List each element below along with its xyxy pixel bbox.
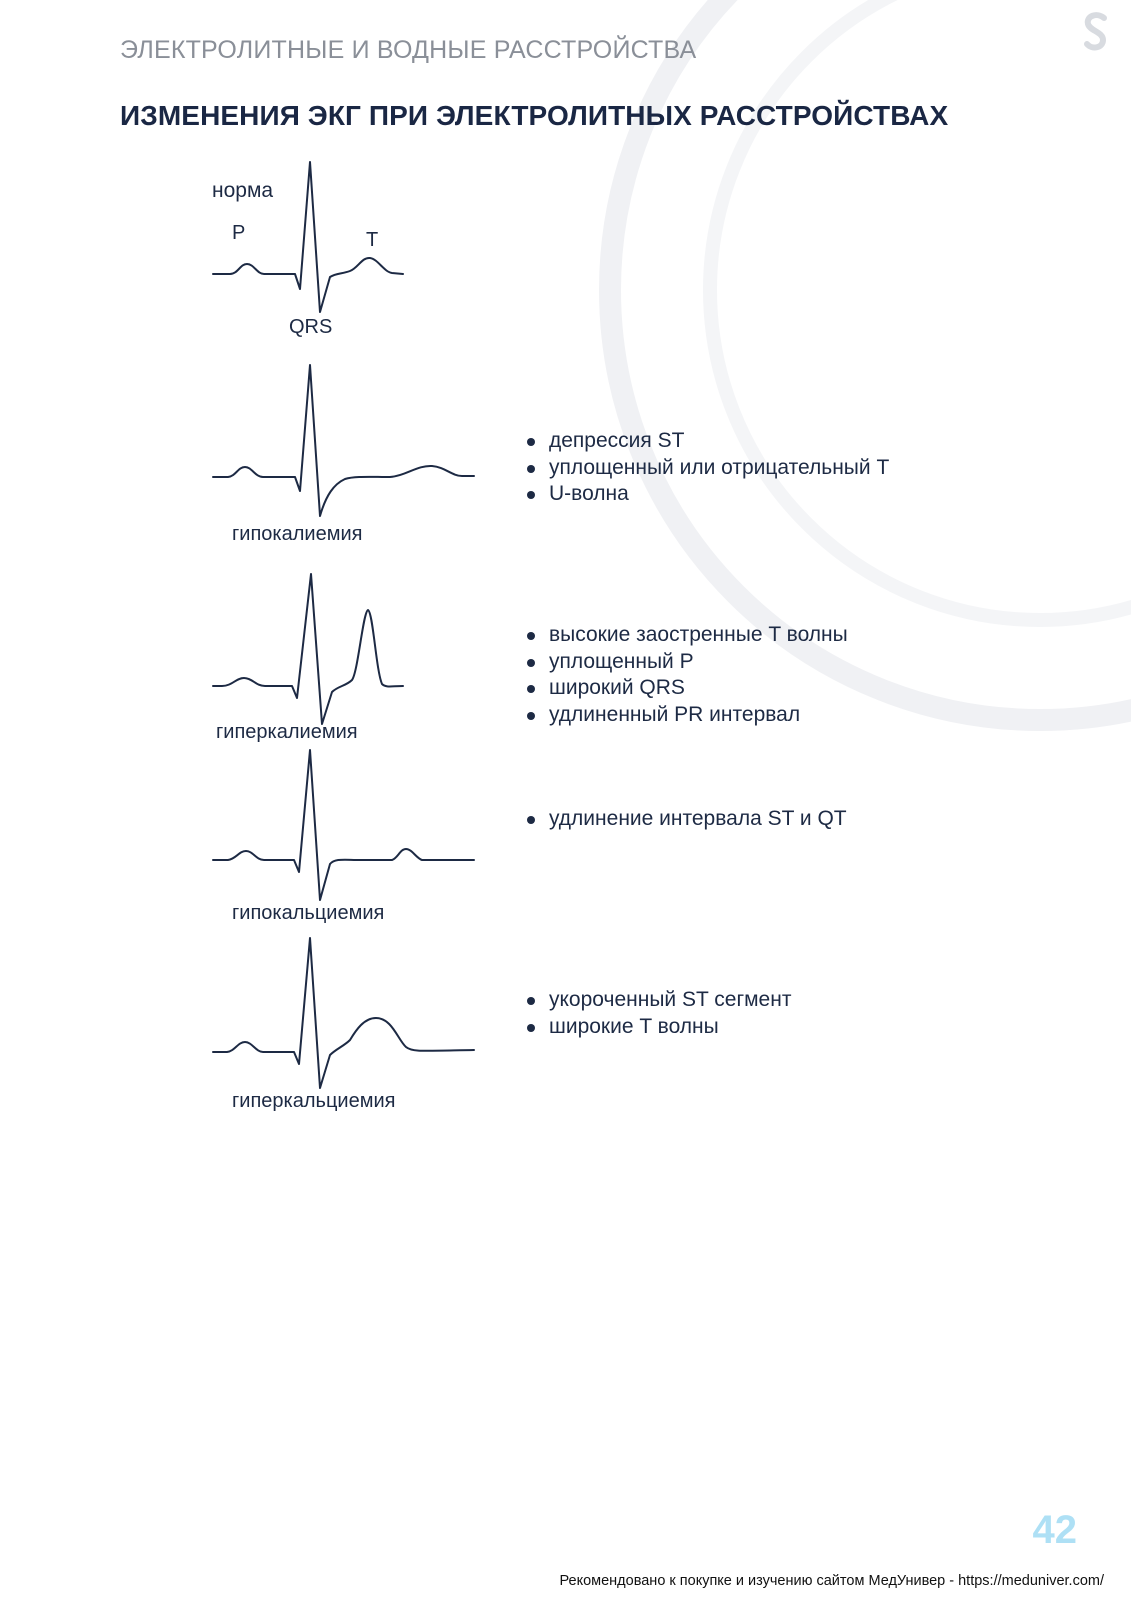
page-title: ИЗМЕНЕНИЯ ЭКГ ПРИ ЭЛЕКТРОЛИТНЫХ РАССТРОЙ… <box>120 100 949 131</box>
label-p-wave: P <box>232 222 246 244</box>
label-hypercalcemia: гиперкальциемия <box>232 1090 396 1112</box>
ecg-trace-normal <box>212 161 404 313</box>
list-item: уплощенный или отрицательный T <box>525 455 889 482</box>
ecg-trace-hyperkalemia <box>212 573 404 725</box>
list-item: широкий QRS <box>525 675 848 702</box>
label-hypocalcemia: гипокальциемия <box>232 902 385 924</box>
hyperkalemia-changes-list: высокие заостренные T волны уплощенный P… <box>525 622 848 728</box>
list-item: депрессия ST <box>525 428 889 455</box>
label-t-wave: T <box>366 229 379 251</box>
list-item: U-волна <box>525 481 889 508</box>
label-hyperkalemia: гиперкалиемия <box>216 721 358 743</box>
ecg-trace-hypercalcemia <box>212 937 475 1089</box>
section-header: ЭЛЕКТРОЛИТНЫЕ И ВОДНЫЕ РАССТРОЙСТВА <box>120 36 697 64</box>
list-item: удлиненный PR интервал <box>525 702 848 729</box>
list-item: широкие T волны <box>525 1014 791 1041</box>
label-hypokalemia: гипокалиемия <box>232 523 363 545</box>
ecg-trace-hypocalcemia <box>212 749 475 901</box>
list-item: высокие заостренные T волны <box>525 622 848 649</box>
list-item: удлинение интервала ST и QT <box>525 806 847 833</box>
label-qrs: QRS <box>289 316 333 338</box>
hypokalemia-changes-list: депрессия ST уплощенный или отрицательны… <box>525 428 889 508</box>
page-number: 42 <box>1032 1508 1078 1552</box>
label-normal: норма <box>212 179 274 202</box>
hypocalcemia-changes-list: удлинение интервала ST и QT <box>525 806 847 833</box>
ecg-trace-hypokalemia <box>212 364 475 517</box>
brand-logo-icon <box>1084 12 1107 51</box>
list-item: укороченный ST сегмент <box>525 987 791 1014</box>
footer-note: Рекомендовано к покупке и изучению сайто… <box>559 1573 1104 1589</box>
list-item: уплощенный P <box>525 649 848 676</box>
hypercalcemia-changes-list: укороченный ST сегмент широкие T волны <box>525 987 791 1040</box>
